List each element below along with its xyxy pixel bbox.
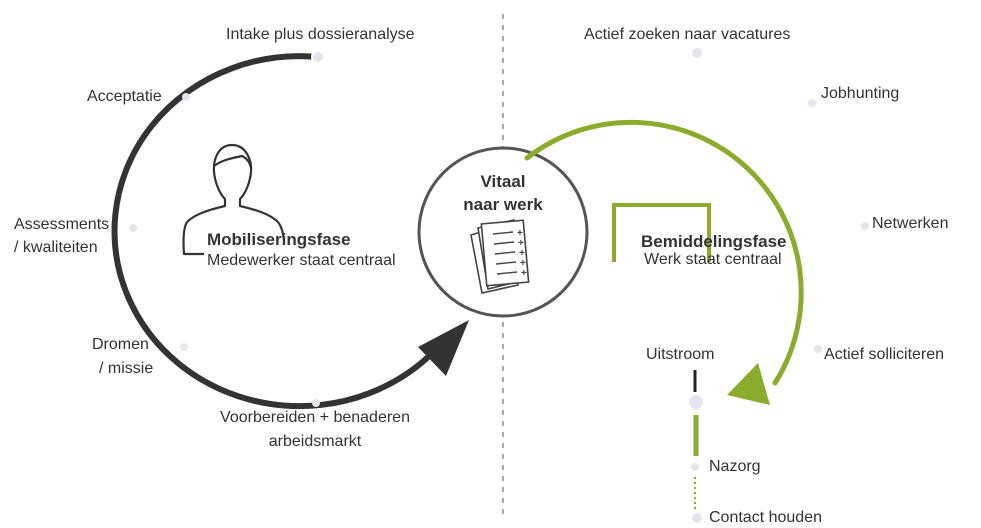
- center-title-line1: Vitaal: [480, 172, 526, 191]
- step-actief-zoeken-label: Actief zoeken naar vacatures: [584, 26, 791, 43]
- step-assessments-label-line2: / kwaliteiten: [14, 239, 98, 256]
- center-title-line2: naar werk: [463, 195, 543, 214]
- documents-checklist-icon: + + + + +: [470, 219, 530, 294]
- svg-text:+: +: [517, 228, 523, 239]
- step-voorbereiden-label-line2: arbeidsmarkt: [268, 433, 362, 450]
- mobiliseringsfase-subtitle: Medewerker staat centraal: [207, 252, 396, 269]
- node-dot-intake: [311, 50, 325, 64]
- step-contact-houden-label: Contact houden: [709, 509, 822, 526]
- bemiddelingsfase-title: Bemiddelingsfase: [641, 232, 787, 251]
- svg-text:+: +: [519, 248, 525, 259]
- step-intake-label: Intake plus dossieranalyse: [226, 26, 415, 43]
- node-dot-jobhunting: [808, 99, 816, 107]
- mobiliseringsfase-title: Mobiliseringsfase: [207, 230, 351, 249]
- step-dromen-label-line2: / missie: [99, 360, 154, 377]
- left-cycle-arrowhead: [418, 320, 469, 376]
- node-dot-dromen: [180, 343, 188, 351]
- person-icon: [182, 143, 286, 256]
- node-dot-uitstroom: [689, 395, 703, 409]
- step-actief-solliciteren-label: Actief solliciteren: [824, 346, 945, 363]
- step-assessments-label-line1: Assessments: [14, 216, 110, 233]
- step-netwerken-label: Netwerken: [872, 215, 949, 232]
- node-dot-nazorg: [691, 463, 699, 471]
- node-dot-actief-solliciteren: [814, 345, 822, 353]
- svg-text:+: +: [518, 238, 524, 249]
- node-dot-contact-houden: [692, 513, 702, 523]
- svg-text:+: +: [520, 258, 526, 269]
- node-dot-netwerken: [861, 222, 869, 230]
- bemiddelingsfase-bracket: [612, 203, 711, 262]
- right-cycle-arrowhead: [727, 363, 770, 405]
- step-uitstroom-label: Uitstroom: [646, 346, 715, 363]
- node-dot-acceptatie: [182, 93, 190, 101]
- step-voorbereiden-label-line1: Voorbereiden + benaderen: [220, 409, 410, 426]
- step-jobhunting-label: Jobhunting: [821, 85, 900, 102]
- svg-text:+: +: [521, 268, 527, 279]
- step-acceptatie-label: Acceptatie: [87, 88, 162, 105]
- node-dot-assessments: [129, 224, 137, 232]
- left-cycle-arc: [111, 53, 443, 410]
- node-dot-actief-zoeken: [690, 46, 704, 60]
- right-cycle-arc: [524, 119, 804, 386]
- step-dromen-label-line1: Dromen: [92, 336, 149, 353]
- bemiddelingsfase-subtitle: Werk staat centraal: [644, 251, 782, 268]
- step-nazorg-label: Nazorg: [709, 458, 761, 475]
- node-dot-voorbereiden: [312, 399, 320, 407]
